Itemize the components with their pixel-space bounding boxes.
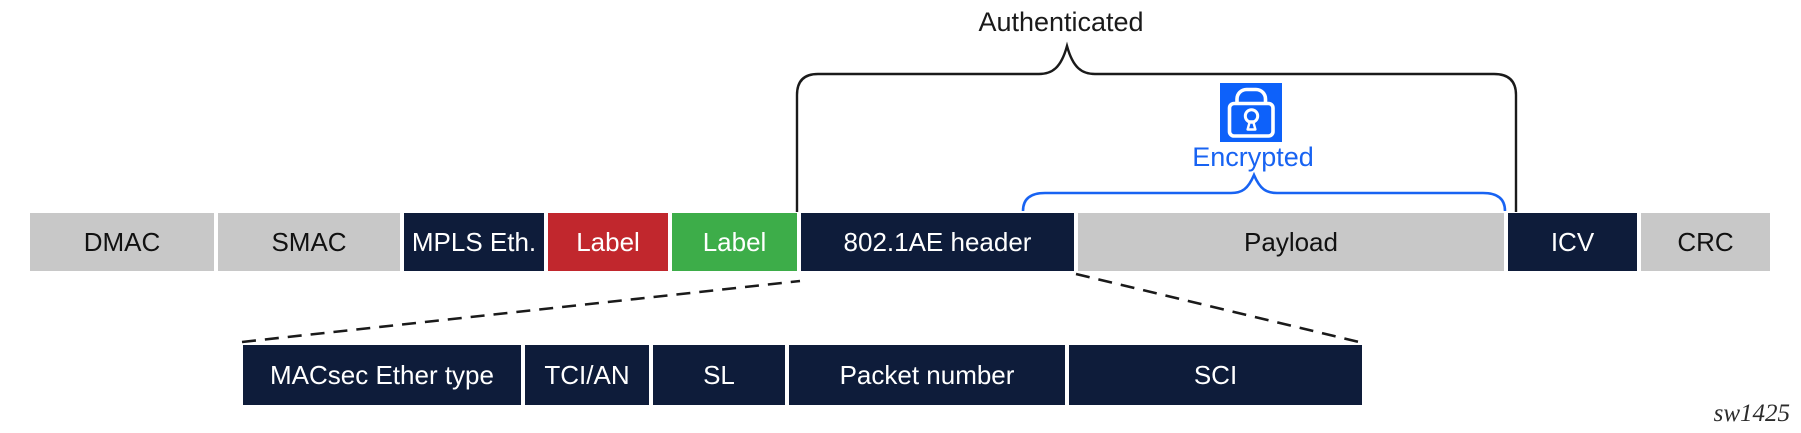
encrypted-label: Encrypted — [1192, 142, 1314, 172]
frame-field-icv: ICV — [1508, 213, 1637, 271]
header-subfield-sci: SCI — [1069, 345, 1362, 405]
frame-field-mpls-eth-: MPLS Eth. — [404, 213, 544, 271]
frame-field-802-1ae-header: 802.1AE header — [801, 213, 1074, 271]
authenticated-label: Authenticated — [978, 7, 1144, 37]
frame-field-crc: CRC — [1641, 213, 1770, 271]
expand-dashed-line-right — [1075, 272, 1360, 344]
frame-field-label: Label — [548, 213, 668, 271]
header-subfield-sl: SL — [653, 345, 785, 405]
header-subfield-macsec-ether-type: MACsec Ether type — [243, 345, 521, 405]
expand-dashed-line-left — [241, 279, 801, 344]
frame-field-smac: SMAC — [218, 213, 400, 271]
frame-field-payload: Payload — [1078, 213, 1504, 271]
lock-icon — [1220, 83, 1282, 142]
header-subfield-packet-number: Packet number — [789, 345, 1065, 405]
figure-watermark: sw1425 — [1713, 400, 1790, 427]
authenticated-brace — [795, 41, 1518, 212]
encrypted-brace — [1021, 171, 1507, 212]
frame-field-dmac: DMAC — [30, 213, 214, 271]
header-subfield-tci-an: TCI/AN — [525, 345, 649, 405]
frame-field-label: Label — [672, 213, 797, 271]
